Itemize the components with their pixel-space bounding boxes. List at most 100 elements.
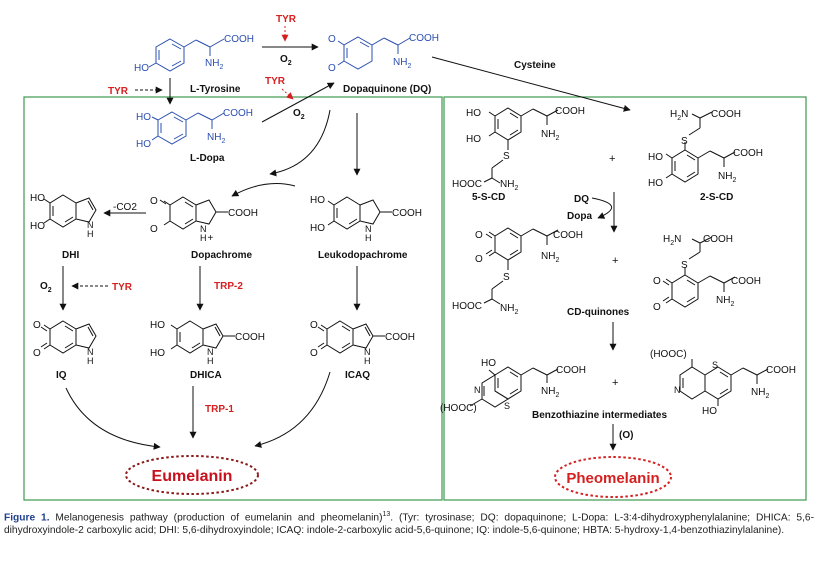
cdq-right-cooh-top: COOH bbox=[703, 234, 733, 245]
benz-right-ho: HO bbox=[702, 406, 717, 417]
plus-2: + bbox=[612, 255, 618, 267]
icaq-structure bbox=[317, 320, 385, 354]
leuko-n: N bbox=[365, 224, 372, 234]
dhica-n: N bbox=[207, 347, 214, 357]
benz-left-nh2: NH2 bbox=[541, 386, 559, 399]
two-s-cd-ho-top: HO bbox=[648, 152, 663, 163]
dq-nh2: NH2 bbox=[393, 57, 411, 70]
cdq-left-o-bottom: O bbox=[475, 254, 483, 265]
cdq-left-nh2-bottom: NH2 bbox=[500, 303, 518, 316]
two-s-cd-h2n: H2N bbox=[670, 109, 688, 122]
dhica-cooh: COOH bbox=[235, 332, 265, 343]
iq-o-bottom: O bbox=[33, 348, 41, 359]
benz-left-cooh: COOH bbox=[556, 365, 586, 376]
dq-o-top: O bbox=[328, 34, 336, 45]
iq-o-top: O bbox=[33, 320, 41, 331]
leuko-h: H bbox=[365, 233, 372, 243]
label-benzothiazine: Benzothiazine intermediates bbox=[532, 410, 667, 421]
cdq-left-cooh: COOH bbox=[553, 230, 583, 241]
dopa-nh2: NH2 bbox=[207, 132, 225, 145]
five-s-cd-structure bbox=[483, 107, 559, 184]
label-five-s-cd: 5-S-CD bbox=[472, 192, 505, 203]
arrow-iq-to-eumelanin bbox=[65, 387, 161, 450]
eumelanin-ellipse bbox=[125, 455, 259, 495]
dhi-h: H bbox=[87, 229, 94, 239]
plus-3: + bbox=[612, 377, 618, 389]
dopa-ho-top: HO bbox=[136, 112, 151, 123]
dq-cooh: COOH bbox=[409, 33, 439, 44]
dhi-ho-top: HO bbox=[30, 193, 45, 204]
tyr-label-dhi: TYR bbox=[112, 282, 133, 293]
plus-1: + bbox=[609, 153, 615, 165]
cdq-right-h2n: H2N bbox=[663, 234, 681, 247]
cdq-right-o-bottom: O bbox=[653, 302, 661, 313]
dhica-ho-bottom: HO bbox=[150, 348, 165, 359]
cdq-left-o-top: O bbox=[475, 230, 483, 241]
dhica-h: H bbox=[207, 356, 214, 366]
label-dopaquinone: Dopaquinone (DQ) bbox=[343, 84, 431, 95]
arrow-icaq-to-eumelanin bbox=[254, 371, 331, 448]
oxidation-label: (O) bbox=[619, 430, 633, 441]
two-s-cd-structure bbox=[665, 111, 736, 183]
dhica-structure bbox=[170, 320, 235, 354]
minus-co2-label: -CO2 bbox=[113, 202, 137, 213]
leuko-cooh: COOH bbox=[392, 208, 422, 219]
melanogenesis-diagram: COOH NH2 HO L-Tyrosine TYR O2 TYR O O CO… bbox=[23, 14, 807, 501]
o2-label-mid: O2 bbox=[293, 108, 305, 121]
dopachrome-n: N bbox=[200, 224, 207, 234]
benzothiazine-left-structure bbox=[469, 366, 559, 408]
tyrosine-ho: HO bbox=[134, 63, 149, 74]
benzothiazine-right-structure bbox=[679, 359, 769, 406]
five-s-cd-hooc: HOOC bbox=[452, 179, 482, 190]
cdq-right-o-top: O bbox=[653, 276, 661, 287]
figure-caption: Figure 1. Melanogenesis pathway (product… bbox=[4, 509, 814, 537]
iq-h: H bbox=[87, 356, 94, 366]
cdq-right-cooh: COOH bbox=[731, 276, 761, 287]
dopachrome-structure bbox=[159, 196, 228, 230]
tyr-dashed-arrow-mid bbox=[281, 88, 294, 100]
cdq-right-s: S bbox=[681, 260, 688, 271]
iq-n: N bbox=[87, 347, 94, 357]
two-s-cd-s: S bbox=[681, 136, 688, 147]
icaq-o-bottom: O bbox=[310, 348, 318, 359]
tyrosine-nh2: NH2 bbox=[205, 58, 223, 71]
dhica-ho-top: HO bbox=[150, 320, 165, 331]
cysteine-label: Cysteine bbox=[514, 60, 556, 71]
benz-left-s: S bbox=[504, 401, 510, 411]
benz-right-cooh: COOH bbox=[766, 365, 796, 376]
dhi-structure bbox=[43, 194, 97, 228]
two-s-cd-cooh: COOH bbox=[733, 148, 763, 159]
dhi-n: N bbox=[87, 220, 94, 230]
arrow-cysteine bbox=[431, 56, 631, 112]
label-leukodopachrome: Leukodopachrome bbox=[318, 250, 408, 261]
icaq-n: N bbox=[364, 347, 371, 357]
eumelanin-label: Eumelanin bbox=[152, 468, 233, 485]
label-two-s-cd: 2-S-CD bbox=[700, 192, 733, 203]
tyr-label-top: TYR bbox=[276, 14, 297, 25]
pheomelanin-ellipse bbox=[554, 456, 672, 498]
five-s-cd-cooh: COOH bbox=[555, 106, 585, 117]
l-tyrosine-structure bbox=[148, 38, 225, 72]
label-dhica: DHICA bbox=[190, 370, 222, 381]
label-cd-quinones: CD-quinones bbox=[567, 307, 630, 318]
label-icaq: ICAQ bbox=[345, 370, 370, 381]
arrow-dopa-to-dq bbox=[261, 82, 335, 123]
caption-ref: 13 bbox=[382, 511, 391, 518]
label-l-tyrosine: L-Tyrosine bbox=[190, 84, 241, 95]
five-s-cd-ho-top: HO bbox=[466, 108, 481, 119]
figure-label: Figure 1. bbox=[4, 512, 50, 524]
icaq-h: H bbox=[364, 356, 371, 366]
eumelanin-panel bbox=[23, 96, 443, 501]
dopachrome-o-bottom: O bbox=[150, 224, 158, 235]
benz-right-hooc: (HOOC) bbox=[650, 349, 687, 360]
caption-text-start: Melanogenesis pathway (production of eum… bbox=[49, 512, 383, 524]
arrow-dq-dopa-curve bbox=[591, 197, 612, 219]
label-dhi: DHI bbox=[62, 250, 79, 261]
label-l-dopa: L-Dopa bbox=[190, 153, 225, 164]
iq-structure bbox=[40, 320, 97, 354]
icaq-cooh: COOH bbox=[385, 332, 415, 343]
benz-right-s: S bbox=[712, 360, 718, 370]
arrow-leuko-to-dopachrome bbox=[231, 183, 296, 197]
dopaquinone-structure bbox=[337, 36, 411, 70]
two-s-cd-cooh-top: COOH bbox=[711, 109, 741, 120]
